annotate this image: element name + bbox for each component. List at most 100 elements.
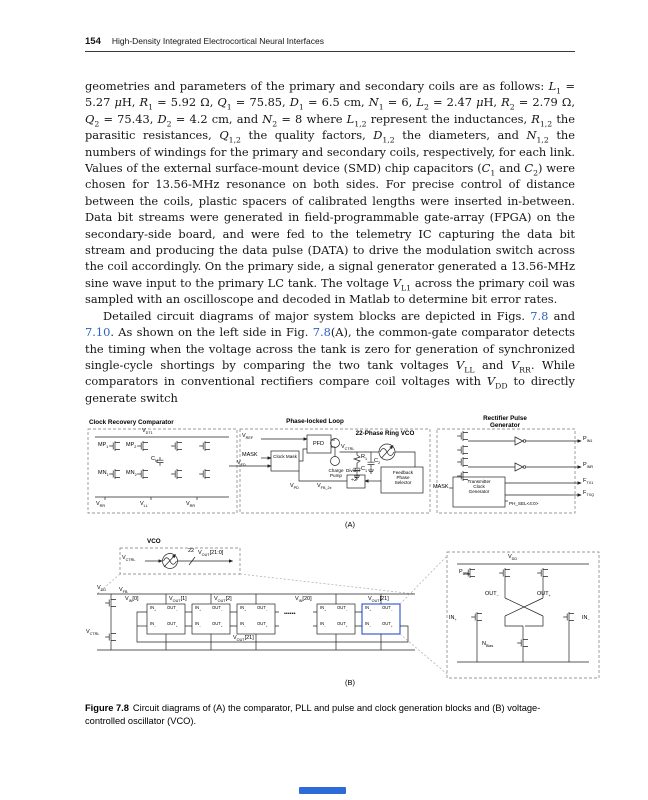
panel-b-schematic bbox=[96, 547, 600, 679]
cell4-out-minus: OUT− bbox=[337, 605, 348, 612]
cell1-out-minus: OUT− bbox=[167, 605, 178, 612]
footer-indicator bbox=[299, 787, 346, 794]
label-phsel: PH_SEL<4:0> bbox=[509, 501, 539, 507]
cell2-in-minus: IN− bbox=[195, 621, 201, 628]
label-vctrl-chain: VCTRL bbox=[86, 629, 100, 637]
ring-vco-title: 22-Phase Ring VCO bbox=[355, 430, 415, 438]
cell5-out-minus: OUT− bbox=[382, 605, 393, 612]
running-title: High-Density Integrated Electrocortical … bbox=[111, 36, 324, 46]
label-vll: VLL bbox=[140, 501, 148, 509]
label-vdd-chain: VDD bbox=[97, 585, 107, 593]
rectifier-pulse-circuit bbox=[449, 430, 582, 508]
label-vout-bus: VOUT[21:0] bbox=[198, 550, 224, 558]
label-in-plus-detail: IN+ bbox=[449, 615, 457, 623]
label-vout2: VOUT[2] bbox=[214, 596, 232, 604]
label-vout21: VOUT[21] bbox=[368, 596, 389, 604]
label-vpd: VPD bbox=[290, 483, 299, 491]
label-c2: C2 bbox=[374, 458, 381, 466]
figure-panel-a: Clock Recovery Comparator VDT1 MP1 MP2 M… bbox=[85, 415, 615, 535]
label-vfb: VFB bbox=[119, 587, 128, 595]
label-nbias: NBias bbox=[482, 641, 494, 649]
label-vout21-return: VOUT[21] bbox=[233, 635, 254, 643]
label-pin1: PIN1 bbox=[583, 436, 593, 444]
cell2-out-minus: OUT− bbox=[212, 605, 223, 612]
label-out-minus-detail: OUT− bbox=[485, 591, 499, 599]
feedback-phase-selector-block: Feedback Phase Selector bbox=[392, 470, 414, 486]
figure-crossref-link[interactable]: 7.8 bbox=[530, 308, 549, 323]
panel-b-label: (B) bbox=[345, 678, 355, 688]
page-body: geometries and parameters of the primary… bbox=[85, 78, 575, 406]
label-vout1: VOUT[1] bbox=[169, 596, 187, 604]
cell3-out-plus: OUT+ bbox=[257, 621, 268, 628]
label-ftx1: FTX1 bbox=[583, 478, 594, 486]
cell5-out-plus: OUT+ bbox=[382, 621, 393, 628]
body-paragraph-2: Detailed circuit diagrams of major syste… bbox=[85, 308, 575, 406]
page-header: 154 High-Density Integrated Electrocorti… bbox=[85, 36, 575, 47]
cell3-in-minus: IN− bbox=[240, 621, 246, 628]
label-out-plus-detail: OUT+ bbox=[537, 591, 551, 599]
figure-caption-label: Figure 7.8 bbox=[85, 703, 129, 714]
label-vin20: VIN[20] bbox=[295, 596, 312, 604]
label-vin0: VIN[0] bbox=[125, 596, 139, 604]
comparator-title: Clock Recovery Comparator bbox=[89, 419, 174, 427]
divide-by-2-block: ÷2 bbox=[351, 477, 358, 484]
label-mask-pll: MASK bbox=[242, 452, 258, 459]
label-ftxq: FTXQ bbox=[583, 490, 595, 498]
label-vref: VREF bbox=[242, 433, 254, 441]
label-c1: C1 bbox=[361, 466, 368, 474]
comparator-circuit bbox=[95, 436, 272, 501]
label-mn1: MN1 bbox=[98, 470, 109, 478]
cell1-in-plus: IN+ bbox=[150, 605, 156, 612]
cell1-in-minus: IN− bbox=[150, 621, 156, 628]
page-number: 154 bbox=[85, 36, 101, 47]
pll-title: Phase-locked Loop bbox=[286, 418, 344, 426]
label-cm: CM bbox=[151, 456, 159, 464]
figure-panel-b: VCO VCTRL 22 VOUT[21:0] VDD VFB VCTRL VI… bbox=[85, 538, 615, 690]
body-text-segment: Detailed circuit diagrams of major syste… bbox=[103, 308, 531, 323]
charge-pump-label: Charge Pump bbox=[328, 468, 344, 479]
label-bus-22: 22 bbox=[188, 548, 195, 555]
cell5-in-plus: IN+ bbox=[365, 605, 371, 612]
label-vfb2x: VFB_2x bbox=[317, 483, 332, 491]
cell5-in-minus: IN− bbox=[365, 621, 371, 628]
vco-title: VCO bbox=[147, 538, 161, 546]
label-vfd: VFD bbox=[237, 460, 246, 468]
cell4-out-plus: OUT+ bbox=[337, 621, 348, 628]
figure-7-8: Clock Recovery Comparator VDT1 MP1 MP2 M… bbox=[85, 415, 615, 727]
label-pinr: PINR bbox=[583, 462, 594, 470]
label-vctrl-pll: VCTRL bbox=[341, 444, 355, 452]
rpg-title: Rectifier Pulse Generator bbox=[483, 415, 527, 430]
label-vrr-right: VRR bbox=[186, 501, 196, 509]
label-mn2: MN2 bbox=[126, 470, 137, 478]
transmitter-clock-generator-block: Transmitter Clock Generator bbox=[467, 479, 491, 495]
label-mask-rpg: MASK bbox=[433, 484, 449, 491]
figure-crossref-link[interactable]: 7.10 bbox=[85, 325, 111, 340]
pfd-block: PFD bbox=[313, 441, 324, 448]
label-r1: R1 bbox=[361, 454, 368, 462]
cell4-in-plus: IN+ bbox=[320, 605, 326, 612]
body-text-segment: (A), the common-gate comparator detects … bbox=[85, 325, 576, 405]
label-in-minus-detail: IN− bbox=[582, 615, 590, 623]
cell4-in-minus: IN− bbox=[320, 621, 326, 628]
label-mp1: MP1 bbox=[98, 442, 109, 450]
cell2-in-plus: IN+ bbox=[195, 605, 201, 612]
body-text-segment: and bbox=[548, 308, 576, 323]
chain-ellipsis: •••••• bbox=[284, 611, 296, 618]
cell1-out-plus: OUT+ bbox=[167, 621, 178, 628]
label-mp2: MP2 bbox=[126, 442, 137, 450]
cell3-out-minus: OUT− bbox=[257, 605, 268, 612]
figure-crossref-link[interactable]: 7.8 bbox=[312, 325, 331, 340]
label-vctrl-vco: VCTRL bbox=[122, 555, 136, 563]
body-paragraph-1: geometries and parameters of the primary… bbox=[85, 79, 576, 307]
label-pbias: PBias bbox=[459, 569, 470, 577]
figure-caption-text: Circuit diagrams of (A) the comparator, … bbox=[85, 703, 541, 726]
label-vrr-left: VRR bbox=[96, 501, 106, 509]
body-text-segment: . As shown on the left side in Fig. bbox=[110, 325, 313, 340]
cell2-out-plus: OUT+ bbox=[212, 621, 223, 628]
clock-mask-block: Clock Mask bbox=[273, 454, 297, 460]
header-rule bbox=[85, 51, 575, 52]
cell3-in-plus: IN+ bbox=[240, 605, 246, 612]
panel-a-label: (A) bbox=[345, 520, 355, 530]
